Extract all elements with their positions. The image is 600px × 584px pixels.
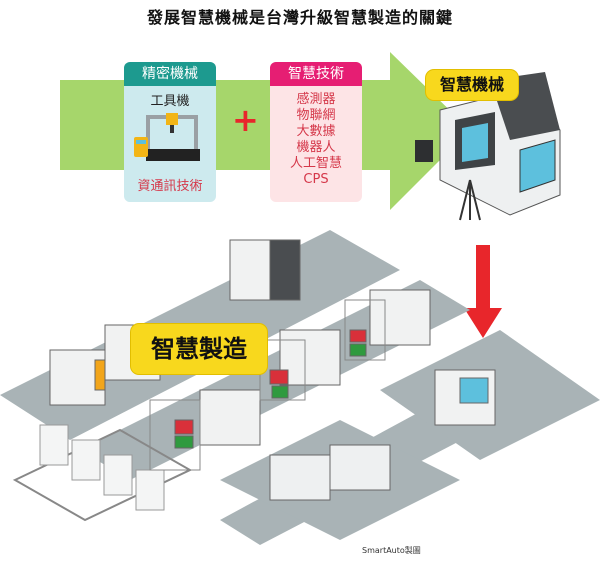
tech-item-cps: CPS bbox=[303, 172, 329, 187]
smart-machine-illustration bbox=[415, 72, 561, 221]
smart-technology-header: 智慧技術 bbox=[270, 62, 362, 86]
smart-manufacturing-label: 智慧製造 bbox=[131, 324, 267, 374]
image-credit: SmartAuto製圖 bbox=[362, 546, 421, 555]
precision-machinery-header: 精密機械 bbox=[124, 62, 216, 86]
precision-machinery-box: 精密機械 工具機 資通訊技術 bbox=[124, 62, 216, 202]
tech-item-ai: 人工智慧 bbox=[289, 156, 342, 171]
server-cabinets bbox=[39, 424, 165, 511]
tech-item-big-data: 大數據 bbox=[296, 124, 336, 139]
machine-tool-icon bbox=[134, 113, 200, 161]
smart-technology-box: 智慧技術 感測器 物聯網 大數據 機器人 人工智慧 CPS bbox=[270, 62, 362, 202]
green-flow-arrow bbox=[60, 52, 470, 210]
ict-label: 資通訊技術 bbox=[137, 179, 203, 194]
page-title: 發展智慧機械是台灣升級智慧製造的關鍵 bbox=[146, 8, 453, 27]
smart-technology-list: 感測器 物聯網 大數據 機器人 人工智慧 CPS bbox=[270, 92, 362, 188]
red-down-arrow bbox=[464, 245, 502, 338]
smart-machinery-label: 智慧機械 bbox=[426, 70, 518, 100]
tech-item-robot: 機器人 bbox=[296, 140, 336, 155]
tech-item-sensor: 感測器 bbox=[296, 92, 336, 107]
machine-tool-label: 工具機 bbox=[150, 94, 190, 109]
tech-item-iot: 物聯網 bbox=[296, 108, 336, 123]
plus-icon: + bbox=[232, 101, 259, 139]
